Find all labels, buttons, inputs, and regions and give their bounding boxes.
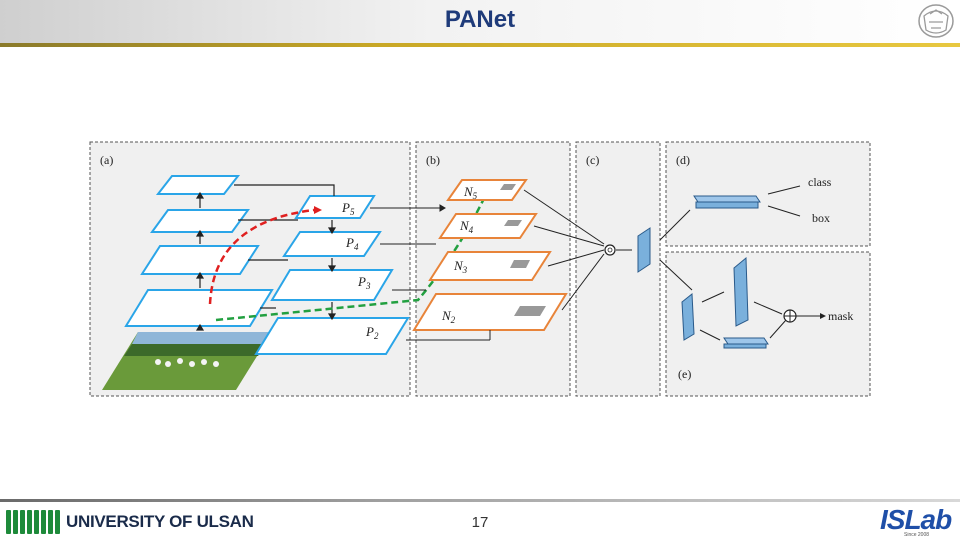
slide-title: PANet (444, 6, 516, 33)
panel-e-label: (e) (678, 367, 691, 381)
svg-text:N5: N5 (463, 184, 478, 201)
university-name: UNIVERSITY OF ULSAN (66, 512, 254, 531)
fused-feature-block (637, 227, 651, 273)
islab-logo-text: ISLab (880, 504, 952, 535)
panet-architecture-figure: (a) (b) (c) (d) (e) (89, 141, 871, 397)
mask-conv-block-1 (681, 292, 695, 341)
svg-text:N4: N4 (459, 218, 474, 235)
fpn-pyramid (254, 195, 410, 355)
mask-conv-block-2 (733, 256, 749, 327)
footer-rule (0, 499, 960, 502)
augmented-pyramid (412, 179, 568, 331)
islab-since-text: Since 2008 (904, 532, 930, 538)
panel-e-frame (665, 251, 871, 397)
panel-d-label: (d) (676, 153, 690, 167)
svg-text:N3: N3 (453, 258, 468, 275)
red-shortcut-path (208, 208, 315, 305)
header-background (0, 0, 960, 44)
university-logo: UNIVERSITY OF ULSAN (6, 508, 254, 536)
svg-text:P3: P3 (357, 274, 371, 291)
panel-c-frame (575, 141, 661, 397)
svg-text:P5: P5 (341, 200, 355, 217)
university-seal-icon (918, 4, 954, 38)
header-rule (0, 43, 960, 47)
svg-text:N2: N2 (441, 308, 456, 325)
backbone-pyramid (124, 175, 274, 327)
panel-c-label: (c) (586, 153, 599, 167)
svg-text:P2: P2 (365, 324, 379, 341)
panel-b-label: (b) (426, 153, 440, 167)
class-output-label: class (808, 175, 832, 189)
page-number: 17 (471, 514, 489, 531)
fusion-op-icon (604, 244, 616, 256)
box-output-label: box (812, 211, 830, 225)
mask-output-label: mask (828, 309, 853, 323)
input-image (102, 332, 272, 390)
university-logo-icon (6, 510, 60, 534)
svg-text:P4: P4 (345, 235, 359, 252)
islab-logo: ISLab Since 2008 (880, 504, 958, 540)
panel-a-label: (a) (100, 153, 113, 167)
